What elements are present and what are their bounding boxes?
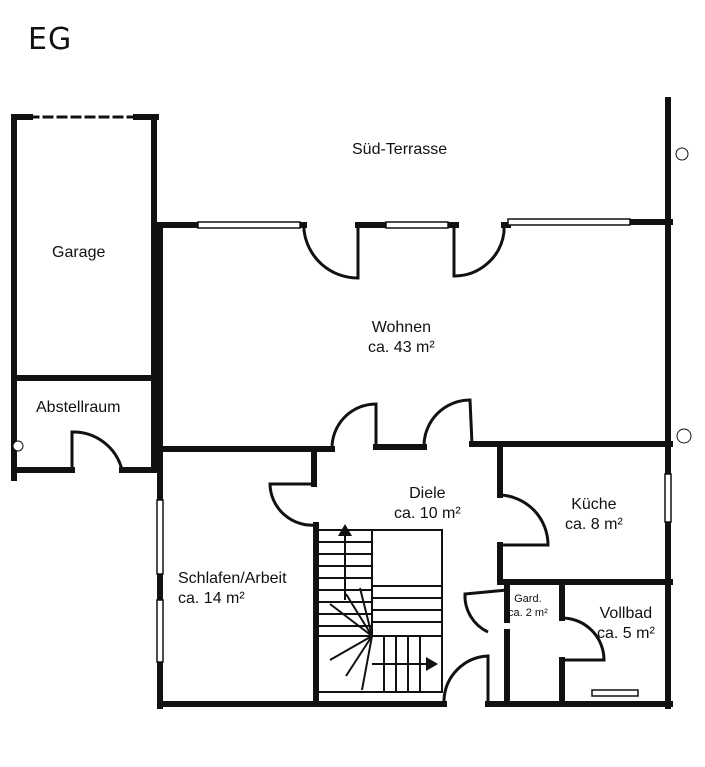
window-bathroom (591, 689, 639, 697)
room-name: Gard. (514, 593, 542, 605)
room-name: Garage (52, 244, 106, 261)
room-name: Wohnen (371, 319, 431, 336)
window-bedroom-2 (156, 599, 164, 663)
scan-mark (675, 147, 689, 161)
windows (156, 218, 672, 697)
window-living-3 (507, 218, 631, 226)
room-area: ca. 5 m² (597, 625, 655, 642)
door-wardrobe (463, 588, 508, 634)
window-bedroom-1 (156, 499, 164, 575)
window-living-1 (197, 221, 301, 229)
door-storage (70, 430, 124, 471)
floor-title: EG (28, 22, 73, 57)
room-area: ca. 2 m² (508, 607, 548, 619)
stair-arrow-up-icon (338, 524, 352, 536)
room-label-living: Wohnen ca. 43 m² (368, 318, 435, 358)
scan-marks (12, 147, 692, 452)
room-name: Süd-Terrasse (352, 141, 448, 158)
room-label-hall: Diele ca. 10 m² (394, 484, 461, 524)
room-area: ca. 8 m² (565, 516, 623, 533)
scan-mark (12, 440, 24, 452)
room-label-kitchen: Küche ca. 8 m² (565, 495, 623, 535)
staircase (317, 529, 443, 693)
room-area: ca. 43 m² (368, 339, 435, 356)
room-area: ca. 14 m² (178, 590, 245, 607)
window-kitchen (664, 473, 672, 523)
stair-winder (361, 635, 373, 691)
stair-arrows (338, 524, 438, 671)
door-bedroom (268, 482, 317, 527)
stair-winder (329, 603, 373, 637)
door-terrace-right (452, 225, 506, 278)
room-name: Vollbad (599, 605, 653, 622)
room-name: Abstellraum (36, 399, 121, 416)
room-name: Schlafen/Arbeit (178, 570, 287, 587)
door-entrance (442, 654, 490, 704)
door-bathroom (561, 616, 606, 662)
room-label-garage: Garage (52, 243, 105, 263)
room-label-bathroom: Vollbad ca. 5 m² (597, 604, 655, 644)
stair-winder (345, 593, 373, 637)
door-kitchen (499, 493, 550, 547)
stair-winder (329, 635, 373, 661)
door-terrace-left (302, 225, 360, 280)
stair-winder (359, 587, 373, 637)
stair-arrow-right-icon (426, 657, 438, 671)
room-label-bedroom: Schlafen/Arbeit ca. 14 m² (178, 569, 287, 609)
room-label-storage: Abstellraum (36, 398, 120, 418)
room-area: ca. 10 m² (394, 505, 461, 522)
scan-mark (676, 428, 692, 444)
room-name: Diele (409, 485, 446, 502)
door-living-hall-right (422, 398, 474, 447)
stair-winder (345, 635, 373, 677)
room-label-terrace: Süd-Terrasse (352, 140, 447, 160)
window-living-2 (385, 221, 449, 229)
room-label-wardrobe: Gard. ca. 2 m² (508, 592, 548, 620)
room-name: Küche (571, 496, 617, 513)
doors (70, 225, 606, 704)
door-living-hall-left (330, 402, 378, 450)
